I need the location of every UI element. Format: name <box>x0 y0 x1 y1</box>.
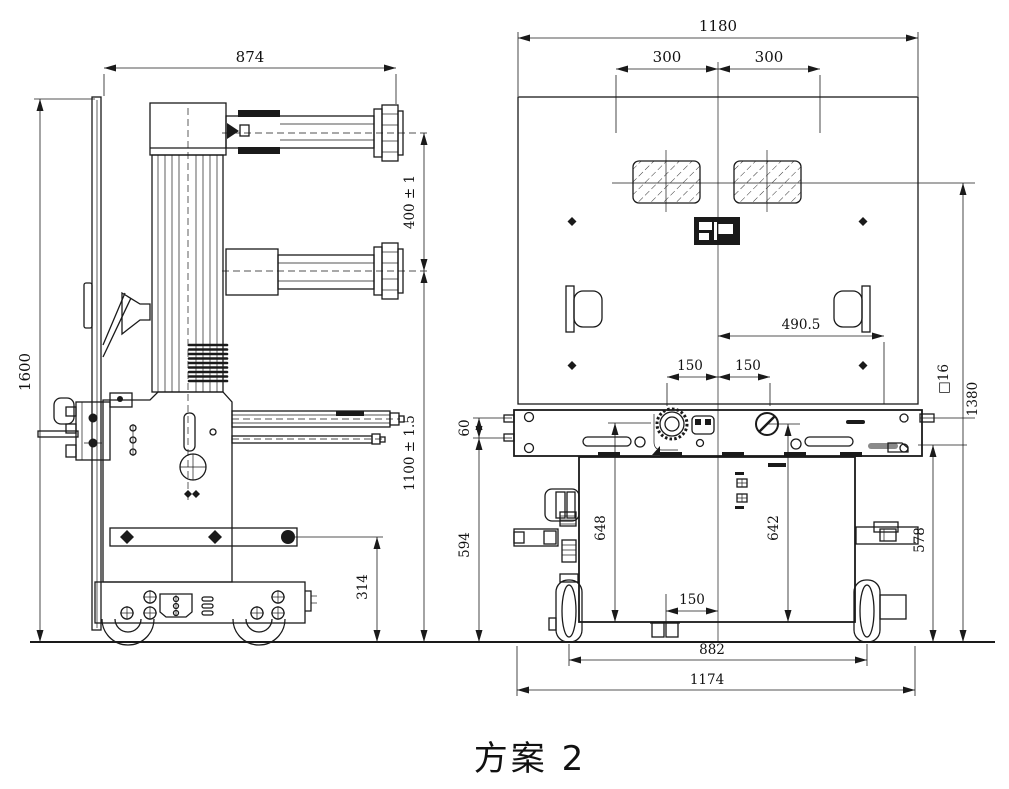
left-pin-upper <box>503 414 515 423</box>
dim-text-882: 882 <box>699 642 725 658</box>
dim-front-spacing: 300 300 <box>615 48 821 133</box>
right-mechanism <box>855 521 919 545</box>
front-view: 1180 300 300 490.5 150 150 <box>457 17 981 696</box>
dim-front-box-left-height: 648 <box>593 423 619 622</box>
dim-front-overall-width: 1180 <box>517 17 919 96</box>
dim-front-left-height: 594 <box>457 438 483 642</box>
base-socket <box>159 593 193 618</box>
dim-front-right-height: 578 <box>912 445 937 642</box>
dim-side-terminal-spacing: 400 ± 1 <box>402 133 428 271</box>
dim-text-150-bottom: 150 <box>679 592 705 608</box>
dim-text-1180: 1180 <box>699 17 737 35</box>
dim-text-648: 648 <box>593 515 609 541</box>
dim-text-1600: 1600 <box>16 353 34 391</box>
band-feet <box>598 452 862 457</box>
box-inner-hardware <box>735 463 786 509</box>
dim-front-base-width: 1174 <box>516 646 916 696</box>
base-bolts <box>120 590 285 620</box>
front-panel <box>517 96 919 405</box>
left-pin-lower <box>503 433 515 442</box>
side-wheels <box>101 618 286 646</box>
panel-bolts <box>567 217 868 370</box>
crank-socket <box>652 407 715 455</box>
lower-box <box>513 452 919 643</box>
insulator-column <box>151 154 224 393</box>
drive-bracket <box>121 291 151 336</box>
latch-knob <box>53 397 75 425</box>
bolt-bar <box>109 527 298 547</box>
handle-left <box>565 285 603 333</box>
dim-front-pin-gap: 60 <box>457 417 512 439</box>
dim-front-offset-right: 490.5 <box>718 317 885 404</box>
cradle-band <box>503 407 975 457</box>
side-view-centerlines <box>187 108 430 500</box>
lower-bushing-arm <box>225 242 404 300</box>
label-square-pin: □16 <box>936 364 952 394</box>
latch-mechanism <box>37 392 133 461</box>
dim-text-150-right: 150 <box>735 358 761 374</box>
drawing-title: 方案 2 <box>473 739 587 779</box>
dim-text-1100: 1100 ± 1.5 <box>402 415 418 491</box>
front-wheel-left <box>548 573 583 643</box>
dim-text-874: 874 <box>236 48 265 66</box>
inspection-window-right <box>733 160 802 204</box>
dim-front-slots: 150 150 <box>666 358 771 406</box>
dim-text-1174: 1174 <box>690 672 724 688</box>
nameplate <box>694 217 740 245</box>
dim-text-1380: 1380 <box>965 382 981 416</box>
dim-text-300-left: 300 <box>653 48 682 66</box>
dim-text-400: 400 ± 1 <box>402 175 418 229</box>
chassis-slot <box>183 412 196 452</box>
dim-text-594: 594 <box>457 532 473 558</box>
dim-front-wheel-span: 882 <box>568 642 868 666</box>
left-mechanism <box>513 488 580 563</box>
side-view: 874 1600 400 ± 1 1100 ± 1.5 314 <box>16 48 430 646</box>
bottom-fitting <box>650 622 680 638</box>
chassis-body <box>102 391 233 583</box>
dim-text-300-right: 300 <box>755 48 784 66</box>
dim-text-60: 60 <box>457 419 473 436</box>
side-view-structure <box>37 96 405 646</box>
dim-side-bar-height: 314 <box>295 536 383 642</box>
dim-side-overall-height: 1600 <box>16 98 95 642</box>
dim-text-490: 490.5 <box>782 317 821 333</box>
front-view-centerlines <box>612 62 975 641</box>
dim-text-150-left: 150 <box>677 358 703 374</box>
bellows <box>187 343 229 383</box>
dim-front-bottom-offset: 150 <box>665 592 718 622</box>
front-panel-plate <box>91 96 102 631</box>
dim-side-terminal-height: 1100 ± 1.5 <box>402 271 428 642</box>
trolley-base <box>94 581 317 624</box>
inspection-window-left <box>632 160 701 204</box>
handle-right <box>833 285 871 333</box>
dim-text-314: 314 <box>355 574 371 600</box>
dim-front-box-right-height: 642 <box>766 424 792 622</box>
dim-front-overall-height: 1380 <box>959 183 981 642</box>
dim-text-578: 578 <box>912 527 928 553</box>
panel-handle <box>83 282 93 329</box>
dim-text-642: 642 <box>766 515 782 541</box>
front-wheel-right <box>853 579 907 643</box>
dim-side-overall-width: 874 <box>103 48 397 104</box>
